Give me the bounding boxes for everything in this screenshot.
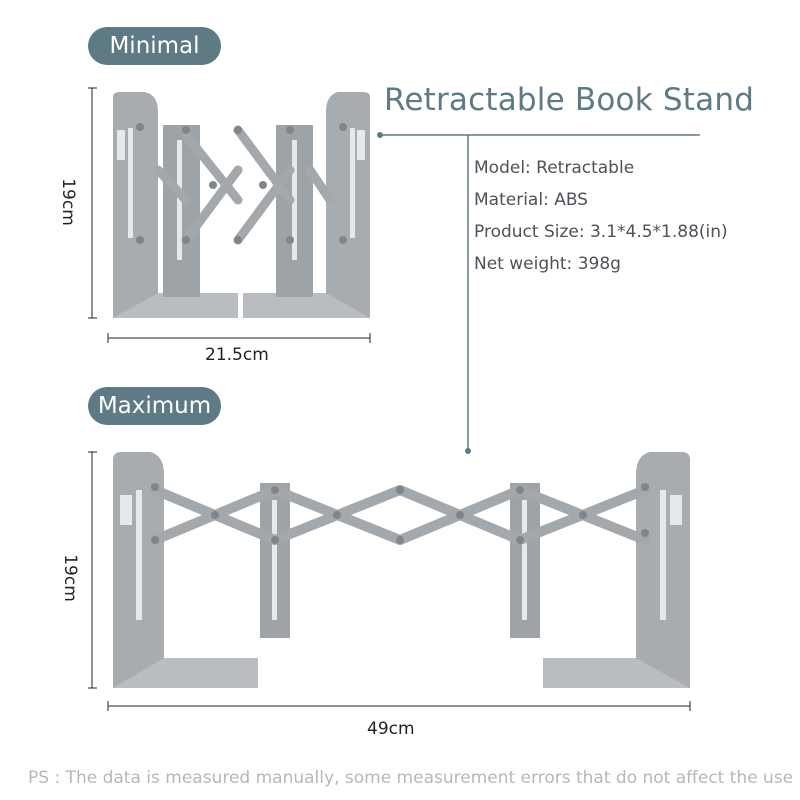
spec-material: Material: ABS: [474, 190, 588, 210]
maximum-book-stand: [113, 452, 690, 688]
measurement-note: PS : The data is measured manually, some…: [28, 768, 794, 788]
minimal-dimension-lines: [88, 87, 371, 343]
minimal-label: Minimal: [88, 27, 221, 65]
connector-dot-top: [377, 132, 383, 138]
minimal-height-label: 19cm: [57, 178, 78, 226]
minimal-width-label: 21.5cm: [205, 345, 269, 365]
connector-dot-bottom: [465, 448, 471, 454]
spec-weight: Net weight: 398g: [474, 254, 621, 274]
spec-size: Product Size: 3.1*4.5*1.88(in): [474, 222, 728, 242]
maximum-label: Maximum: [88, 387, 221, 425]
maximum-height-label: 19cm: [59, 554, 80, 602]
minimal-book-stand: [113, 92, 370, 318]
spec-model: Model: Retractable: [474, 158, 635, 178]
product-title: Retractable Book Stand: [384, 82, 755, 118]
connector-line: [380, 134, 700, 450]
maximum-width-label: 49cm: [367, 719, 415, 739]
maximum-dimension-lines: [88, 451, 691, 711]
